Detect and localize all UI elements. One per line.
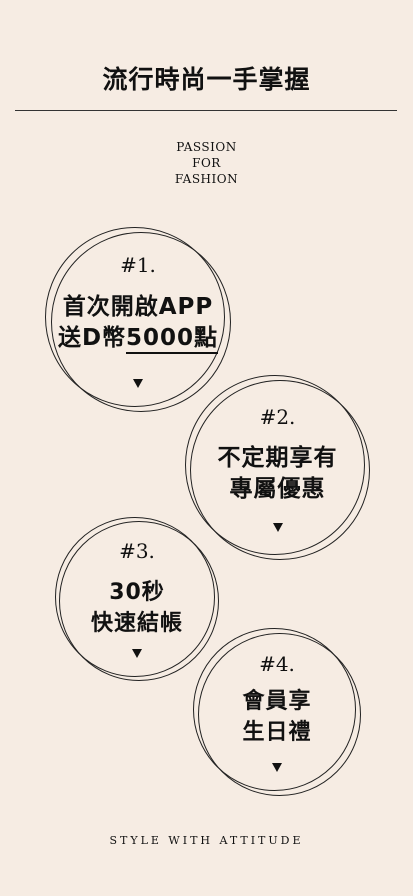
caret-down-icon[interactable]: [133, 379, 143, 388]
badge-ring-inner: [51, 232, 231, 412]
badge-text-emphasis: 5000點: [126, 325, 219, 354]
badge-text-line-2: 送D幣5000點: [45, 323, 231, 354]
badge-number: #3.: [119, 539, 155, 563]
footer-slogan: STYLE WITH ATTITUDE: [109, 834, 304, 847]
badge-number: #1.: [120, 253, 156, 277]
badge-number: #2.: [259, 405, 296, 429]
badge-text-prefix: 送D幣: [57, 325, 127, 351]
tagline: PASSION FOR FASHION: [0, 139, 413, 187]
benefit-badge-4[interactable]: #4. 會員享 生日禮: [193, 628, 361, 796]
badge-ring-inner: [190, 380, 370, 560]
tagline-line-1: PASSION: [176, 140, 237, 154]
badge-text: 不定期享有 專屬優惠: [185, 443, 370, 505]
badge-text: 首次開啟APP 送D幣5000點: [45, 292, 231, 354]
badge-ring-inner: [198, 633, 361, 796]
badge-text-line-2: 快速結帳: [90, 611, 183, 636]
caret-down-icon[interactable]: [272, 763, 282, 772]
benefit-badge-2[interactable]: #2. 不定期享有 專屬優惠: [185, 375, 370, 560]
benefit-badge-1[interactable]: #1. 首次開啟APP 送D幣5000點: [45, 227, 231, 413]
tagline-line-2: FOR: [192, 156, 221, 170]
badge-text-line-1: 30秒: [109, 580, 165, 605]
header-divider: [15, 110, 397, 111]
badge-text-line-2: 生日禮: [242, 720, 312, 745]
badge-number: #4.: [259, 652, 295, 676]
badge-text-line-1: 會員享: [242, 689, 312, 714]
badge-text-line-1: 首次開啟APP: [62, 294, 214, 320]
benefit-badge-3[interactable]: #3. 30秒 快速結帳: [55, 517, 219, 681]
badge-text: 30秒 快速結帳: [55, 577, 219, 639]
caret-down-icon[interactable]: [272, 523, 283, 532]
tagline-line-3: FASHION: [174, 172, 239, 186]
page-title: 流行時尚一手掌握: [102, 65, 311, 94]
badge-text: 會員享 生日禮: [193, 686, 361, 748]
badge-text-line-1: 不定期享有: [217, 445, 338, 471]
badge-text-line-2: 專屬優惠: [229, 476, 326, 502]
caret-down-icon[interactable]: [132, 649, 142, 658]
badge-ring-inner: [59, 521, 219, 681]
